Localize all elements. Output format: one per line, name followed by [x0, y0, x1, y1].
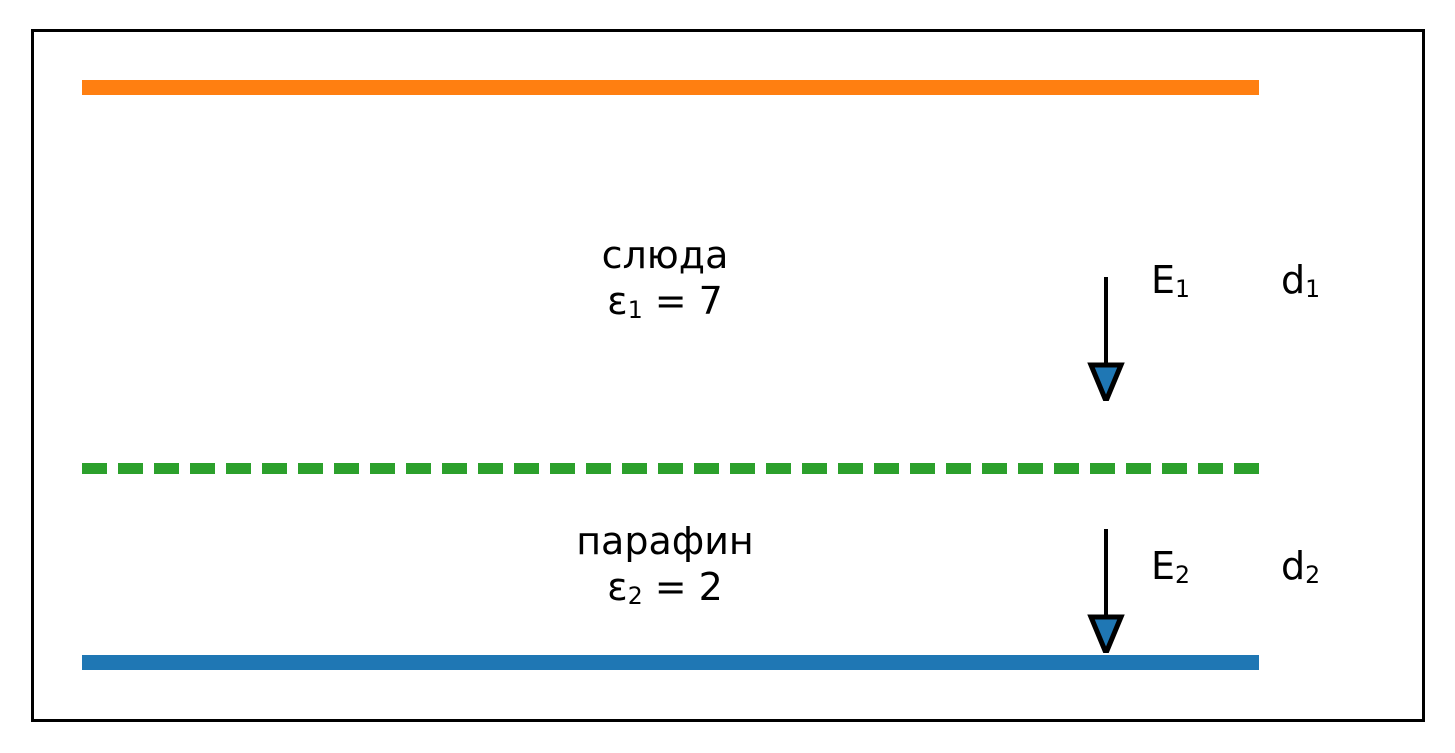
top-plate	[82, 80, 1259, 95]
layer-1-permittivity: ε1 = 7	[465, 278, 865, 325]
field-label-2: E2	[1151, 544, 1190, 589]
field-symbol-1: E	[1151, 258, 1176, 302]
epsilon-equation-1: = 7	[642, 279, 723, 324]
field-subscript-2: 2	[1175, 561, 1190, 590]
layer-2-label: парафин ε2 = 2	[465, 518, 865, 611]
epsilon-subscript-2: 2	[627, 582, 643, 611]
epsilon-symbol-1: ε	[607, 279, 628, 324]
layer-1-material: слюда	[601, 233, 729, 277]
field-symbol-2: E	[1151, 544, 1176, 588]
epsilon-subscript-1: 1	[627, 296, 643, 325]
field-arrow-down-icon-1	[1085, 277, 1127, 401]
thickness-label-1: d1	[1281, 258, 1320, 303]
field-arrow-down-icon-2	[1085, 529, 1127, 653]
bottom-plate	[82, 655, 1259, 670]
field-label-1: E1	[1151, 258, 1190, 303]
figure-frame	[31, 29, 1425, 722]
thickness-subscript-1: 1	[1305, 275, 1321, 304]
thickness-subscript-2: 2	[1305, 561, 1321, 590]
field-subscript-1: 1	[1175, 275, 1190, 304]
thickness-symbol-2: d	[1281, 544, 1306, 588]
layer-2-material: парафин	[576, 519, 754, 563]
thickness-symbol-1: d	[1281, 258, 1306, 302]
epsilon-symbol-2: ε	[607, 565, 628, 610]
epsilon-equation-2: = 2	[642, 565, 723, 610]
dielectric-interface-line	[82, 463, 1259, 474]
layer-1-label: слюда ε1 = 7	[465, 232, 865, 325]
thickness-label-2: d2	[1281, 544, 1320, 589]
layer-2-permittivity: ε2 = 2	[465, 564, 865, 611]
